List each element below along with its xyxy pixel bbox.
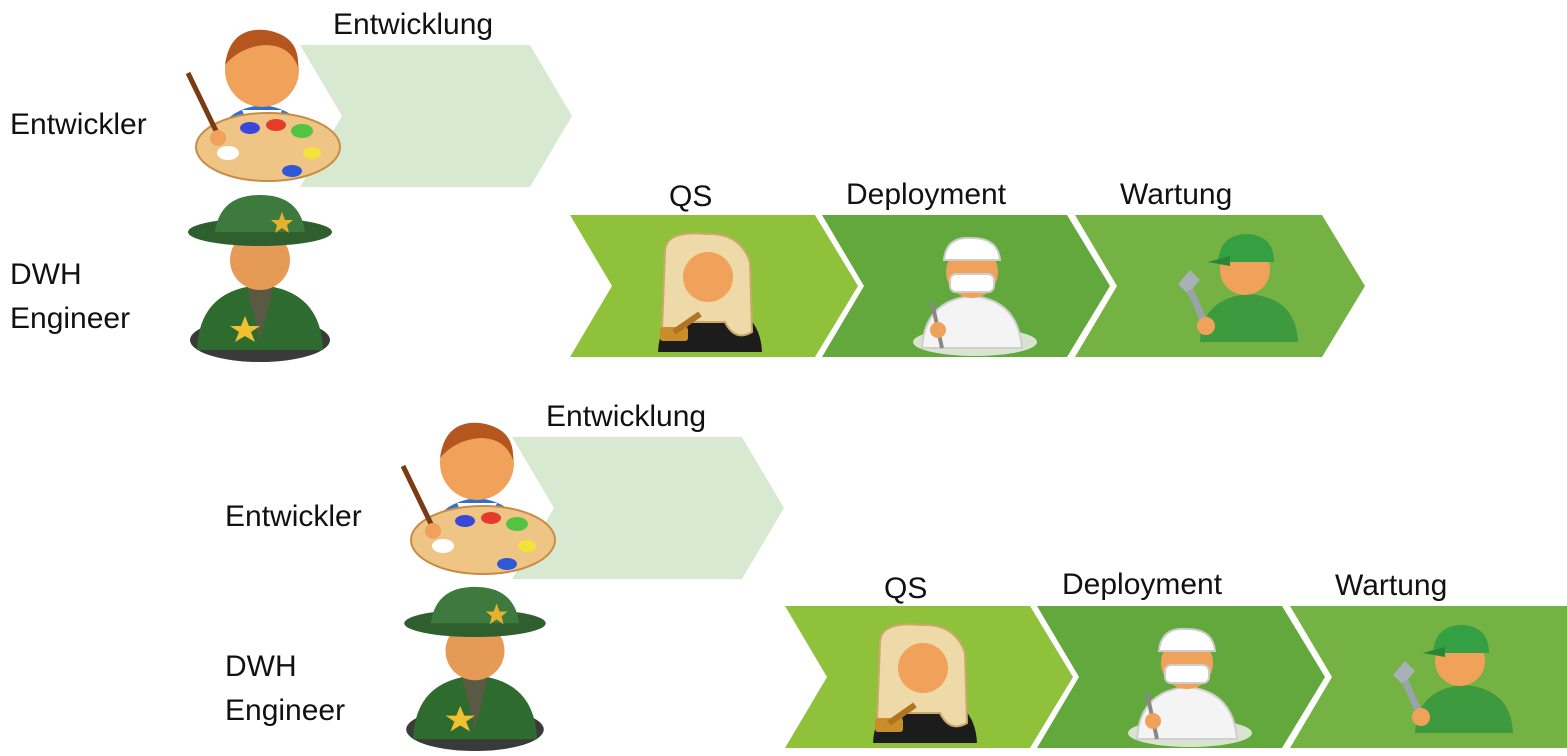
phase-label-qs: QS [884,572,928,605]
phase-label-deployment: Deployment [846,178,1007,211]
painter-icon [185,29,341,182]
ranger-icon [188,195,332,362]
role-label-dwh-line1: DWH [225,650,297,683]
mechanic-icon [1178,234,1298,342]
chevron-entwicklung [512,437,784,579]
phase-label-entwicklung: Entwicklung [546,400,707,433]
phase-label-deployment: Deployment [1062,568,1223,601]
role-label-dwh-line2: Engineer [10,302,131,335]
role-label-entwickler: Entwickler [225,500,362,533]
surgeon-icon [913,236,1037,356]
phase-label-entwicklung: Entwicklung [333,8,494,41]
judge-icon [873,623,977,743]
role-label-dwh-line1: DWH [10,258,82,291]
painter-icon [400,422,556,575]
phase-label-qs: QS [669,180,713,213]
ranger-icon [404,586,546,752]
chevron-entwicklung [300,45,572,187]
role-label-dwh-line2: Engineer [225,694,346,727]
judge-icon [658,232,762,352]
role-label-entwickler: Entwickler [10,108,147,141]
surgeon-icon [1128,627,1252,747]
mechanic-icon [1393,625,1513,733]
phase-label-wartung: Wartung [1335,569,1448,602]
phase-label-wartung: Wartung [1120,178,1233,211]
